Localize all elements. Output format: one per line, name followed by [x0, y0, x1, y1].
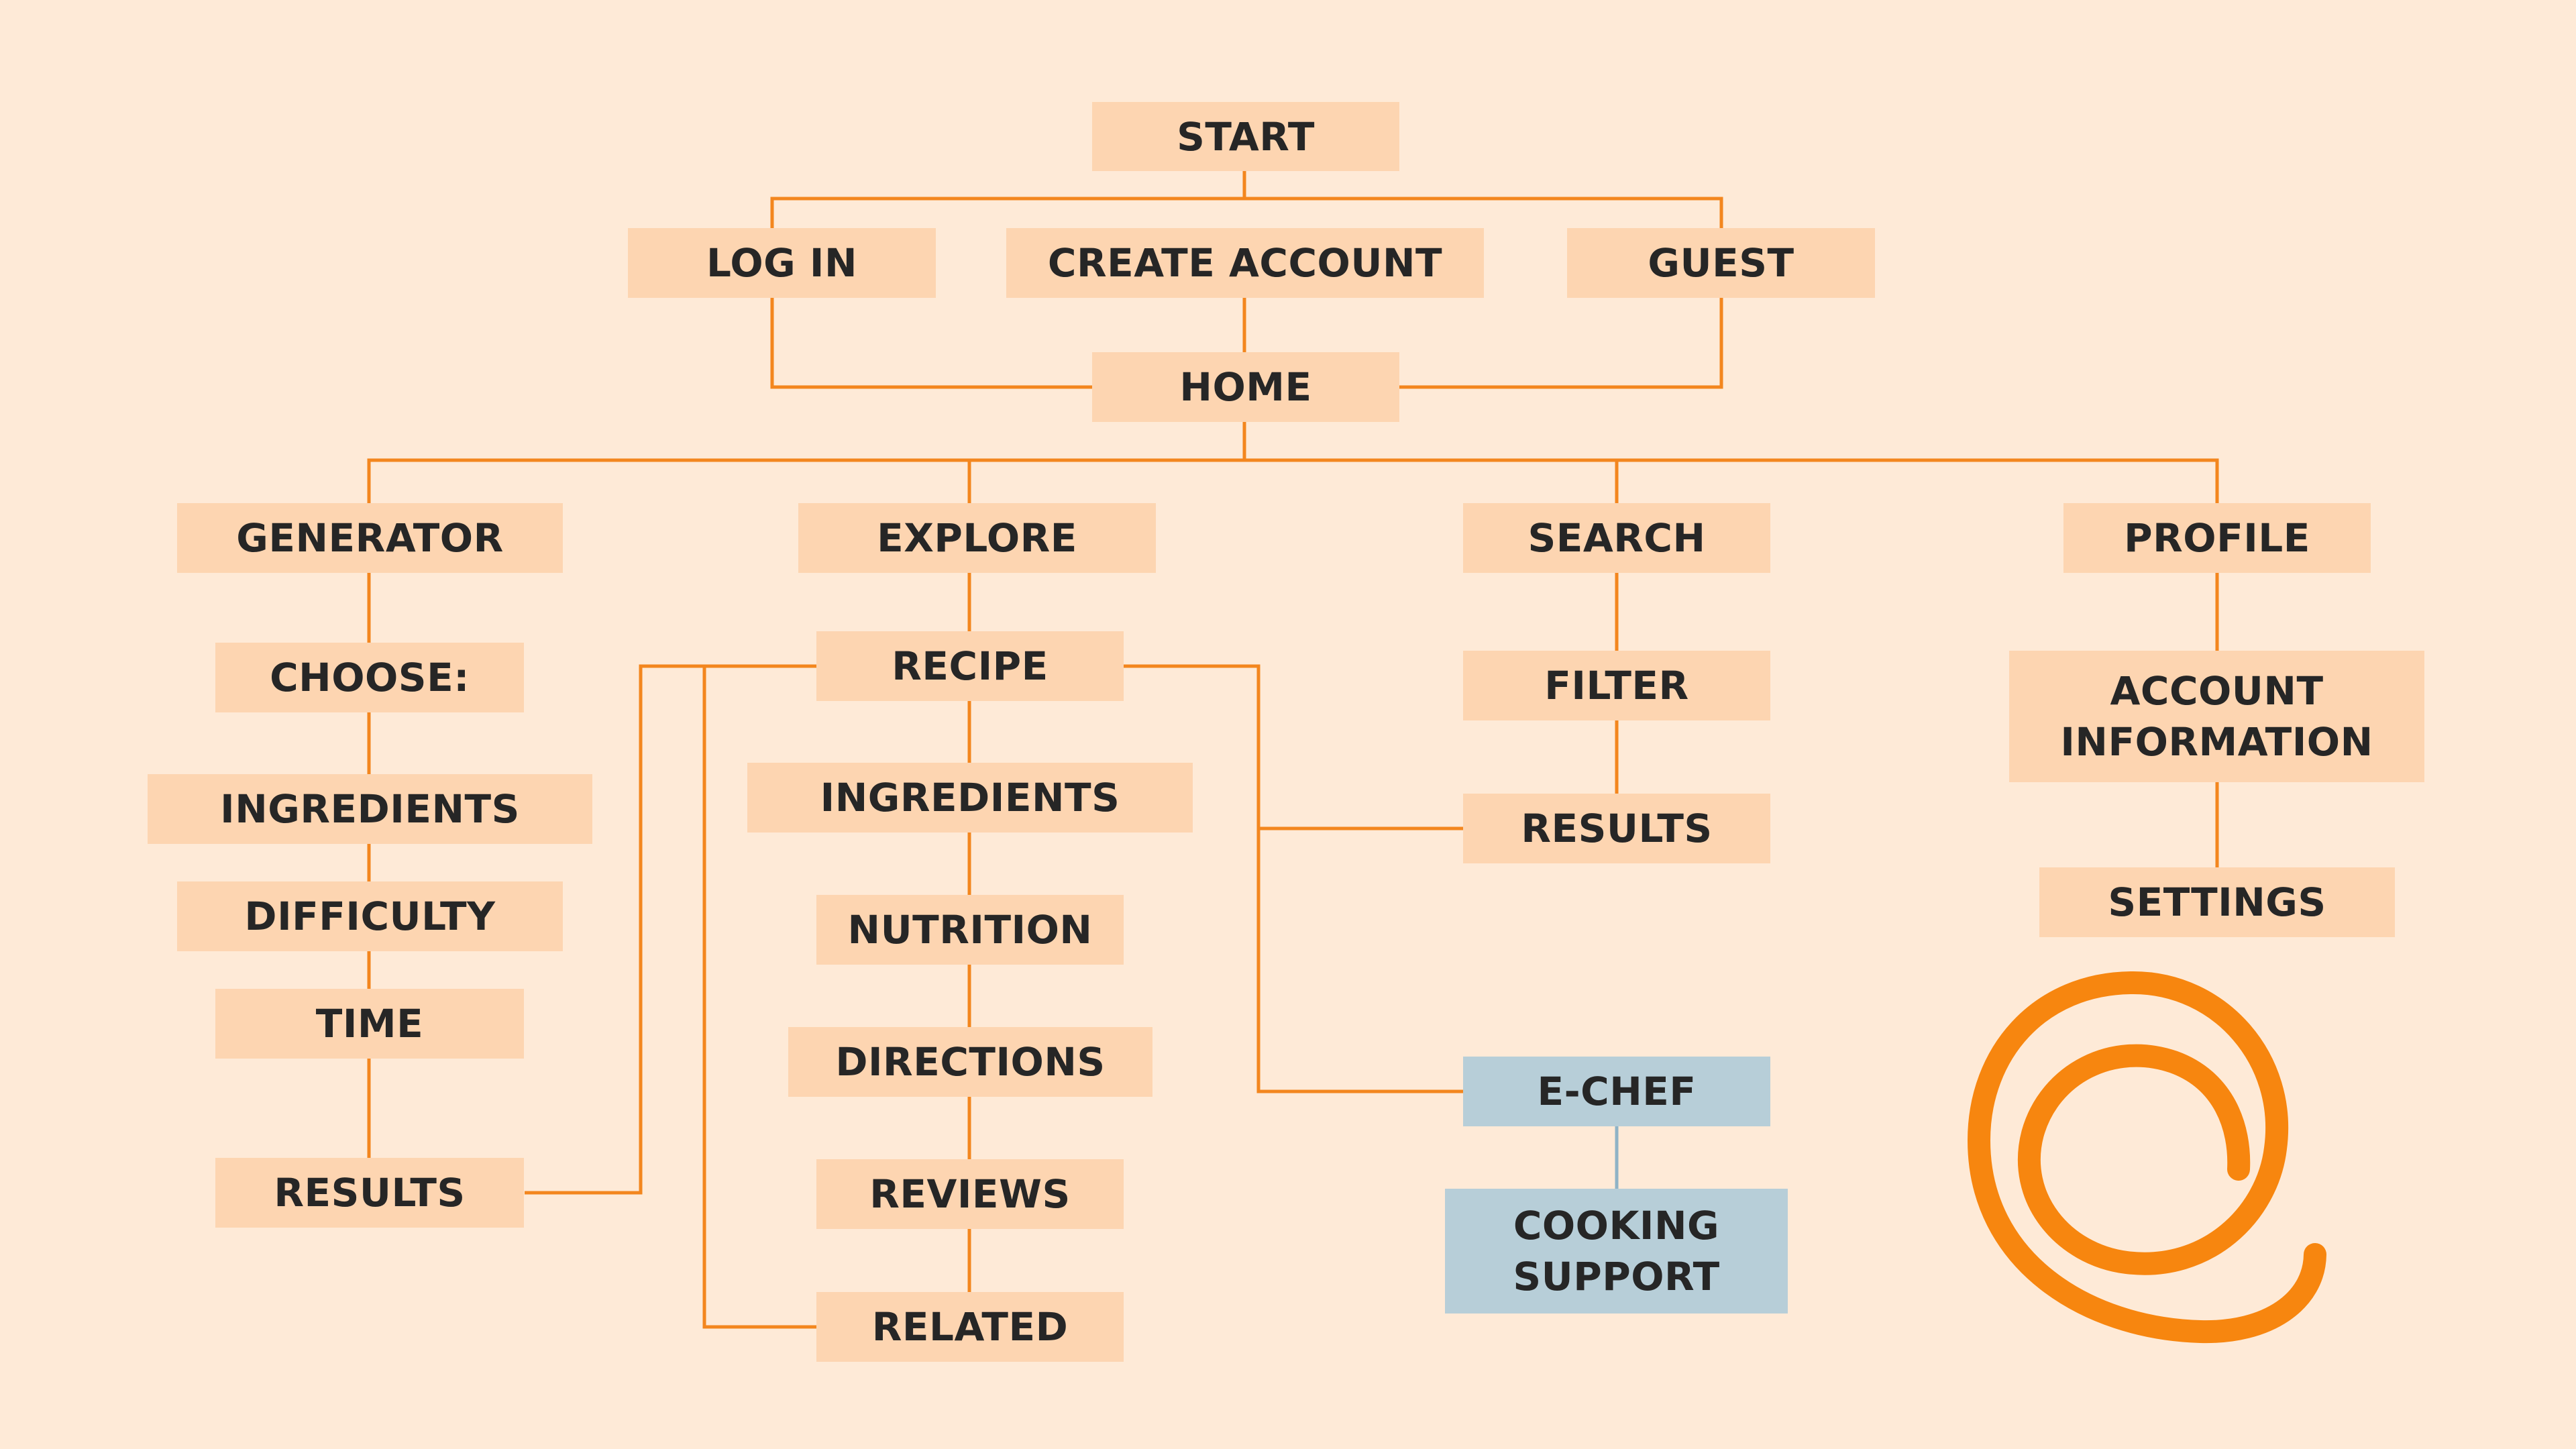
connector-sections-bus: [367, 458, 2219, 503]
settings-node: SETTINGS: [2039, 867, 2395, 937]
difficulty-node: DIFFICULTY: [177, 881, 563, 951]
reviews-node: REVIEWS: [816, 1159, 1124, 1229]
directions-node: DIRECTIONS: [788, 1027, 1152, 1097]
home-node: HOME: [1092, 352, 1399, 422]
related-node: RELATED: [816, 1292, 1124, 1362]
connector-login-bus: [770, 197, 1723, 228]
spiral-logo-icon: [1967, 971, 2326, 1344]
time-node: TIME: [215, 989, 524, 1059]
orange-connectors: [367, 171, 2219, 1329]
nutrition-node: NUTRITION: [816, 895, 1124, 965]
guest-node: GUEST: [1567, 228, 1875, 298]
generator-node: GENERATOR: [177, 503, 563, 573]
connector-recipe-branch: [1122, 664, 1463, 1093]
search-results-node: RESULTS: [1463, 794, 1770, 863]
choose-node: CHOOSE:: [215, 643, 524, 712]
recipe-node: RECIPE: [816, 631, 1124, 701]
account-information-node: ACCOUNT INFORMATION: [2009, 651, 2424, 782]
log-in-node: LOG IN: [628, 228, 936, 298]
connector-guest-to-home: [1399, 298, 1723, 389]
filter-node: FILTER: [1463, 651, 1770, 720]
generator-results-node: RESULTS: [215, 1158, 524, 1228]
profile-node: PROFILE: [2063, 503, 2371, 573]
connector-recipe-to-related: [702, 666, 816, 1329]
create-account-node: CREATE ACCOUNT: [1006, 228, 1484, 298]
search-node: SEARCH: [1463, 503, 1770, 573]
e-chef-node: E-CHEF: [1463, 1057, 1770, 1126]
connector-results-to-recipe: [525, 664, 816, 1195]
recipe-ingredients-node: INGREDIENTS: [747, 763, 1193, 833]
explore-node: EXPLORE: [798, 503, 1156, 573]
generator-ingredients-node: INGREDIENTS: [148, 774, 592, 844]
cooking-support-node: COOKING SUPPORT: [1445, 1189, 1788, 1313]
connector-login-to-home: [770, 298, 1092, 389]
start-node: START: [1092, 102, 1399, 171]
